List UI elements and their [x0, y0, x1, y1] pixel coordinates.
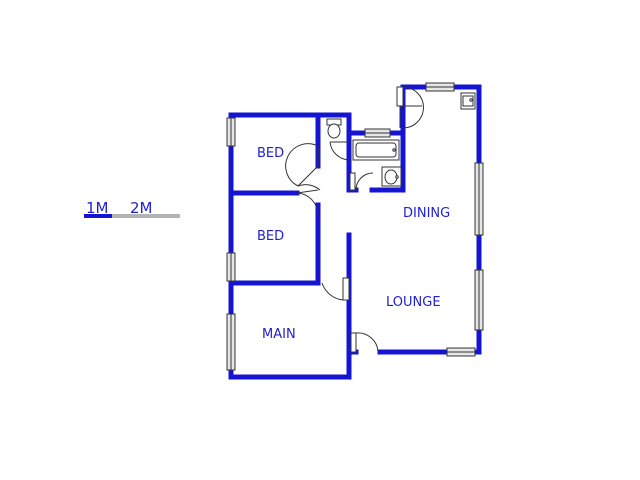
- scale-label-1m: 1M: [86, 199, 109, 217]
- door-bed-top: [285, 143, 319, 187]
- door-main: [321, 277, 350, 301]
- door-lounge: [350, 332, 379, 353]
- doors: [285, 86, 424, 353]
- toilet-icon: [326, 118, 342, 139]
- room-label-main: MAIN: [262, 327, 296, 342]
- door-entrance: [396, 86, 424, 129]
- kitchen-sink-icon: [460, 92, 476, 110]
- room-label-bed-top: BED: [257, 146, 284, 161]
- windows: [226, 82, 484, 371]
- room-label-dining: DINING: [403, 206, 450, 221]
- door-bed-middle: [296, 184, 321, 216]
- room-labels: BED BED MAIN DINING LOUNGE: [257, 146, 450, 342]
- bathtub-icon: [352, 139, 400, 161]
- room-label-lounge: LOUNGE: [386, 295, 441, 310]
- fixtures: [326, 92, 476, 187]
- scale-bar: 1M 2M: [84, 199, 180, 218]
- wall-bath-left: [346, 130, 371, 193]
- wall-bath-right: [369, 130, 406, 193]
- basin-icon: [381, 166, 402, 187]
- door-wc: [329, 141, 350, 161]
- scale-label-2m: 2M: [130, 199, 153, 217]
- door-bathroom: [349, 172, 374, 191]
- room-label-bed-middle: BED: [257, 229, 284, 244]
- wall-bed-main: [228, 202, 321, 286]
